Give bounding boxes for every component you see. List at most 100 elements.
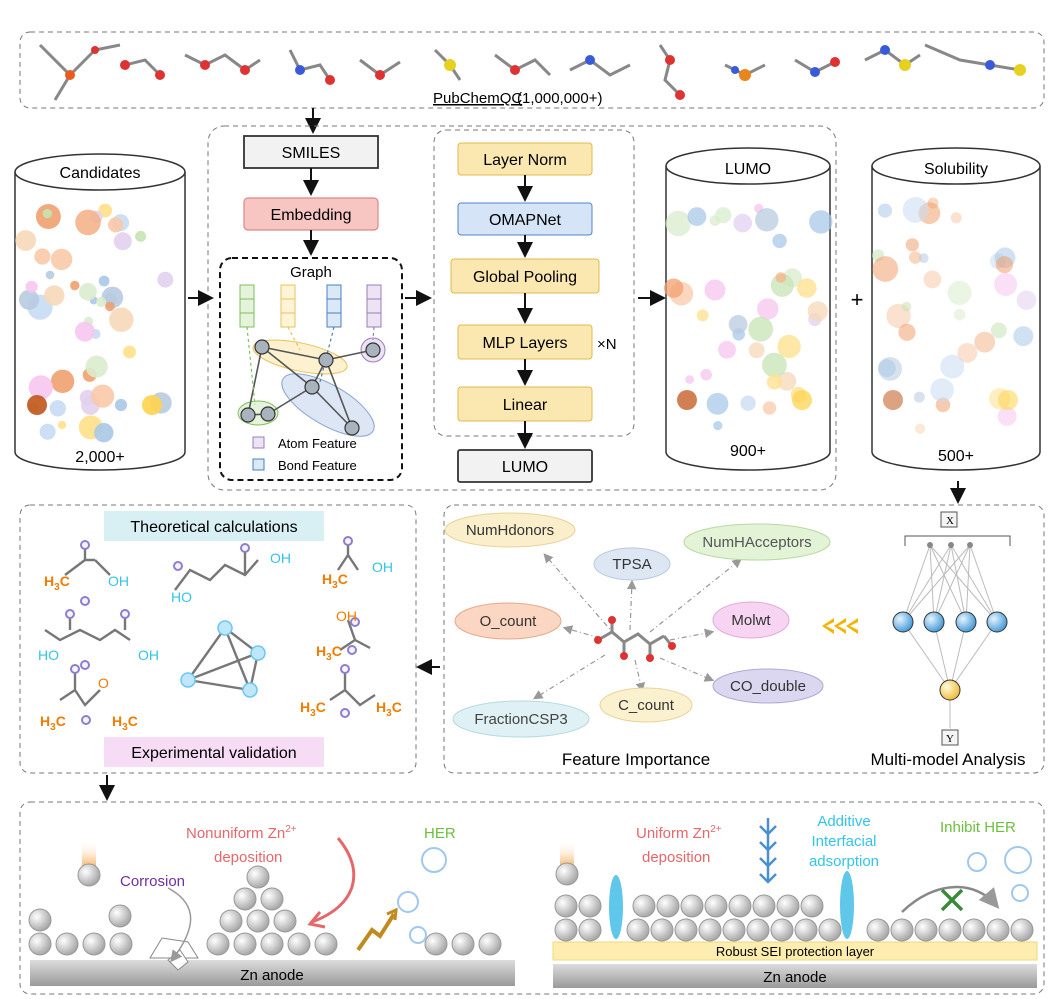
svg-text:O: O	[98, 675, 109, 691]
molecule-dot	[74, 321, 95, 342]
additive-label-1: Additive	[817, 813, 870, 830]
her-label: HER	[424, 825, 456, 842]
mlp-repeat-label: ×N	[597, 336, 617, 353]
feature-vectors	[239, 284, 382, 328]
zn-ball	[728, 894, 752, 918]
zn-ball	[914, 918, 938, 942]
molecular-graph	[237, 326, 386, 437]
molecule-dot	[957, 343, 978, 363]
molecule-dot	[918, 253, 929, 263]
feature-label: O_count	[480, 613, 538, 630]
molecule-dot	[704, 279, 726, 301]
solubility-molecules	[871, 197, 1037, 434]
uniform-label: Uniform Zn2+	[636, 824, 722, 842]
molecule-dot	[664, 278, 684, 298]
plus-sign: +	[851, 287, 864, 312]
molecule-dot	[1013, 326, 1034, 347]
theory-frame	[19, 504, 417, 774]
zn-ball	[680, 894, 704, 918]
candidate-molecules	[15, 203, 174, 443]
molecule-dot	[762, 401, 777, 415]
molecule-dot	[998, 390, 1018, 410]
molecule-dot	[807, 301, 828, 322]
molecule-dot	[98, 275, 110, 287]
pubchemqc-count: (1,000,000+)	[517, 90, 602, 107]
molecule-dot	[766, 374, 783, 390]
molecule-dot	[44, 285, 65, 306]
zn-ball	[55, 932, 79, 956]
layer-norm-label: Layer Norm	[483, 152, 567, 169]
feature-label: NumHdonors	[466, 522, 554, 539]
zn-ball	[246, 909, 270, 933]
nonuniform-label: Nonuniform Zn2+	[186, 824, 297, 842]
molecule-dot	[877, 203, 893, 218]
feature-label: TPSA	[612, 556, 651, 573]
smiles-label: SMILES	[282, 145, 341, 162]
multimodel-caption: Multi-model Analysis	[871, 750, 1026, 769]
theory-atom-highlights	[65, 536, 360, 725]
mlp-layers-label: MLP Layers	[482, 335, 567, 352]
feature-label: Molwt	[731, 612, 771, 629]
zn-ball	[219, 909, 243, 933]
molecule-dot	[748, 316, 774, 342]
molecule-dot	[685, 375, 694, 384]
lumo-db-count: 900+	[730, 443, 766, 460]
zn-ball	[800, 894, 824, 918]
validation-title: Experimental validation	[131, 745, 296, 762]
svg-text:HO: HO	[171, 589, 192, 605]
molecule-dot	[700, 368, 712, 381]
sei-label: Robust SEI protection layer	[716, 944, 875, 959]
molecule-dot	[50, 369, 75, 393]
zn-ball	[770, 918, 794, 942]
molecule-dot	[79, 282, 97, 301]
zn-ball	[28, 908, 52, 932]
output-y-label: Y	[946, 733, 954, 745]
additive-label-3: adsorption	[809, 853, 879, 870]
zn-ball	[314, 932, 338, 956]
zn-ball	[626, 918, 650, 942]
molecule-dot	[757, 298, 779, 320]
molecule-dot	[15, 230, 37, 251]
solubility-db-title: Solubility	[924, 161, 988, 178]
molecule-dot	[728, 315, 748, 334]
zn-ball	[424, 932, 448, 956]
zn-anode-left-label: Zn anode	[240, 967, 303, 984]
zn-ball	[962, 918, 986, 942]
svg-text:OH: OH	[372, 559, 393, 575]
molecule-dot	[713, 421, 723, 431]
molecule-dot	[113, 232, 132, 251]
zn-ball	[206, 932, 230, 956]
candidates-cylinder	[14, 153, 186, 471]
zn-ball	[246, 865, 270, 889]
molecule-dot	[997, 406, 1017, 426]
feature-oval	[452, 700, 590, 738]
molecule-dot	[42, 208, 52, 219]
flame-left	[82, 840, 96, 870]
zn-ball	[656, 894, 680, 918]
molecule-dot	[915, 423, 926, 434]
feature-label: C_count	[618, 697, 675, 714]
molecule-dot	[114, 398, 128, 412]
molecule-dot	[809, 210, 833, 234]
candidates-count: 2,000+	[75, 449, 124, 466]
embedding-label: Embedding	[271, 207, 352, 224]
molecule-dot	[1016, 290, 1037, 311]
molecule-dot	[905, 238, 919, 252]
linear-label: Linear	[503, 397, 548, 414]
molecule-dot	[45, 270, 55, 280]
molecule-dot	[908, 251, 922, 264]
feature-oval	[683, 523, 831, 561]
zn-ball	[578, 894, 602, 918]
zn-ball	[794, 918, 818, 942]
molecule-dot	[994, 273, 1018, 296]
feature-importance-caption: Feature Importance	[562, 750, 710, 769]
uniform-deposition-label: deposition	[642, 849, 710, 866]
molecule-dot	[25, 280, 38, 293]
feature-arrows	[532, 553, 742, 700]
omapnet-label: OMAPNet	[489, 212, 562, 229]
svg-text:H3C: H3C	[300, 699, 326, 719]
molecule-dot	[109, 307, 134, 332]
smiles-box	[243, 135, 379, 169]
lumo-db-title: LUMO	[725, 161, 771, 178]
svg-text:H3C: H3C	[316, 643, 342, 663]
